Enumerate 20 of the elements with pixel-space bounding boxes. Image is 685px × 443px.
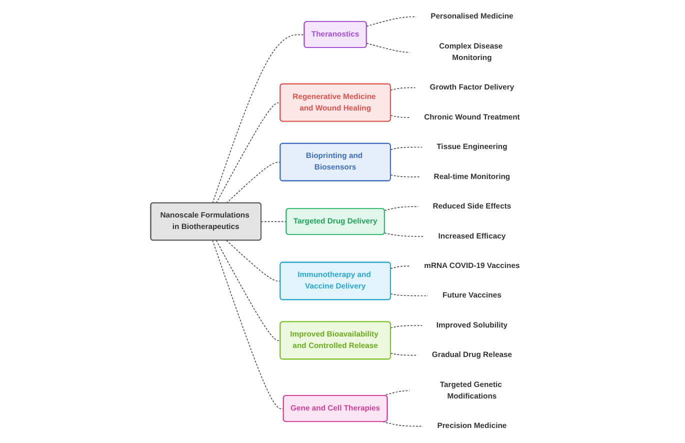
connector bbox=[384, 232, 424, 237]
connector bbox=[216, 102, 281, 204]
connector bbox=[226, 162, 281, 204]
connector bbox=[390, 174, 420, 178]
connector bbox=[226, 240, 281, 282]
connector bbox=[390, 266, 410, 269]
connector bbox=[390, 87, 416, 91]
connector bbox=[382, 421, 424, 427]
connector bbox=[260, 221, 287, 222]
connector bbox=[212, 34, 305, 204]
connector bbox=[390, 115, 410, 118]
connector bbox=[390, 146, 423, 150]
connector bbox=[216, 240, 281, 341]
connector bbox=[390, 294, 428, 296]
connector bbox=[390, 352, 418, 356]
connector bbox=[366, 42, 410, 53]
connector bbox=[384, 206, 419, 211]
connector bbox=[390, 325, 422, 328]
connector bbox=[366, 16, 417, 27]
connector bbox=[212, 240, 284, 410]
